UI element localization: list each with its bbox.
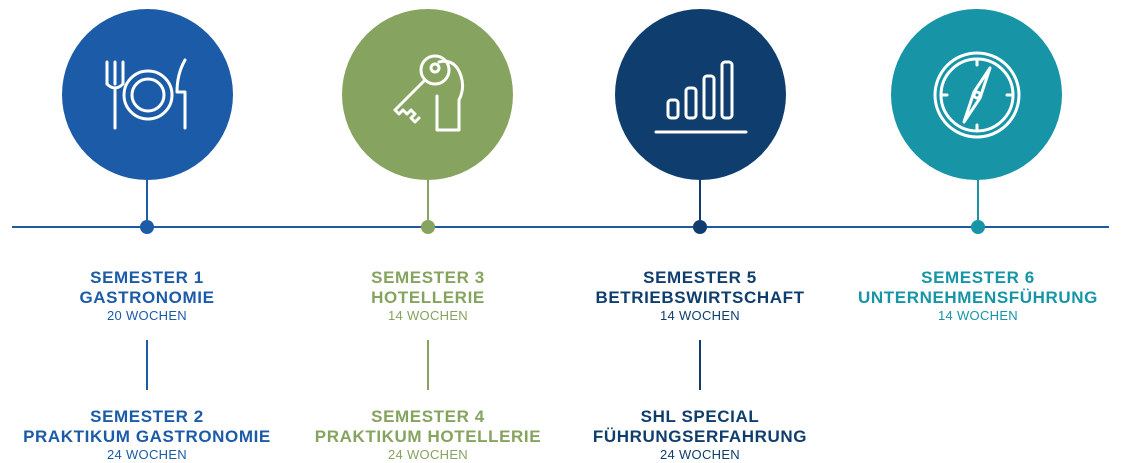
- semester-3-label: SEMESTER 3 HOTELLERIE 14 WOCHEN: [298, 268, 558, 324]
- semester-number: SEMESTER 6: [921, 268, 1035, 287]
- timeline-dot: [140, 220, 154, 234]
- compass-icon: [933, 51, 1020, 138]
- semester-duration: 24 WOCHEN: [388, 447, 468, 462]
- semester-2-label: SEMESTER 2 PRAKTIKUM GASTRONOMIE 24 WOCH…: [17, 407, 277, 463]
- connector-line: [146, 340, 148, 390]
- stem-line: [146, 180, 148, 220]
- semester-column-3: SEMESTER 5 BETRIEBSWIRTSCHAFT 14 WOCHEN …: [570, 0, 830, 463]
- stem-line: [977, 180, 979, 220]
- betriebswirtschaft-circle: [615, 9, 786, 180]
- semester-duration: 14 WOCHEN: [388, 308, 468, 323]
- cutlery-plate-icon: [105, 58, 186, 129]
- semester-duration: 14 WOCHEN: [938, 308, 1018, 323]
- semester-topic: UNTERNEHMENSFÜHRUNG: [858, 288, 1098, 307]
- semester-number: SEMESTER 1: [90, 268, 204, 287]
- shl-special-label: SHL SPECIAL FÜHRUNGSERFAHRUNG 24 WOCHEN: [570, 407, 830, 463]
- semester-number: SHL SPECIAL: [640, 407, 760, 426]
- semester-6-label: SEMESTER 6 UNTERNEHMENSFÜHRUNG 14 WOCHEN: [848, 268, 1108, 324]
- stem-line: [699, 180, 701, 220]
- timeline-dot: [421, 220, 435, 234]
- timeline-line: [12, 226, 1109, 228]
- semester-number: SEMESTER 4: [371, 407, 485, 426]
- semester-topic: PRAKTIKUM HOTELLERIE: [314, 427, 542, 446]
- semester-topic: FÜHRUNGSERFAHRUNG: [592, 427, 808, 446]
- connector-line: [427, 340, 429, 390]
- semester-topic: BETRIEBSWIRTSCHAFT: [595, 288, 805, 307]
- semester-1-label: SEMESTER 1 GASTRONOMIE 20 WOCHEN: [17, 268, 277, 324]
- hotellerie-circle: [342, 9, 513, 180]
- semester-topic: GASTRONOMIE: [79, 288, 215, 307]
- key-tag-icon: [393, 54, 464, 131]
- semester-number: SEMESTER 2: [90, 407, 204, 426]
- gastronomie-circle: [62, 9, 233, 180]
- semester-column-2: SEMESTER 3 HOTELLERIE 14 WOCHEN SEMESTER…: [298, 0, 558, 463]
- timeline-dot: [971, 220, 985, 234]
- semester-4-label: SEMESTER 4 PRAKTIKUM HOTELLERIE 24 WOCHE…: [298, 407, 558, 463]
- semester-5-label: SEMESTER 5 BETRIEBSWIRTSCHAFT 14 WOCHEN: [570, 268, 830, 324]
- unternehmensfuehrung-circle: [891, 9, 1062, 180]
- semester-duration: 24 WOCHEN: [660, 447, 740, 462]
- semester-duration: 20 WOCHEN: [107, 308, 187, 323]
- semester-duration: 24 WOCHEN: [107, 447, 187, 462]
- semester-duration: 14 WOCHEN: [660, 308, 740, 323]
- semester-number: SEMESTER 5: [643, 268, 757, 287]
- semester-column-4: SEMESTER 6 UNTERNEHMENSFÜHRUNG 14 WOCHEN: [848, 0, 1108, 463]
- bar-chart-icon: [654, 60, 747, 133]
- semester-number: SEMESTER 3: [371, 268, 485, 287]
- timeline-dot: [693, 220, 707, 234]
- semester-column-1: SEMESTER 1 GASTRONOMIE 20 WOCHEN SEMESTE…: [17, 0, 277, 463]
- semester-topic: HOTELLERIE: [371, 288, 485, 307]
- stem-line: [427, 180, 429, 220]
- semester-topic: PRAKTIKUM GASTRONOMIE: [23, 427, 271, 446]
- connector-line: [699, 340, 701, 390]
